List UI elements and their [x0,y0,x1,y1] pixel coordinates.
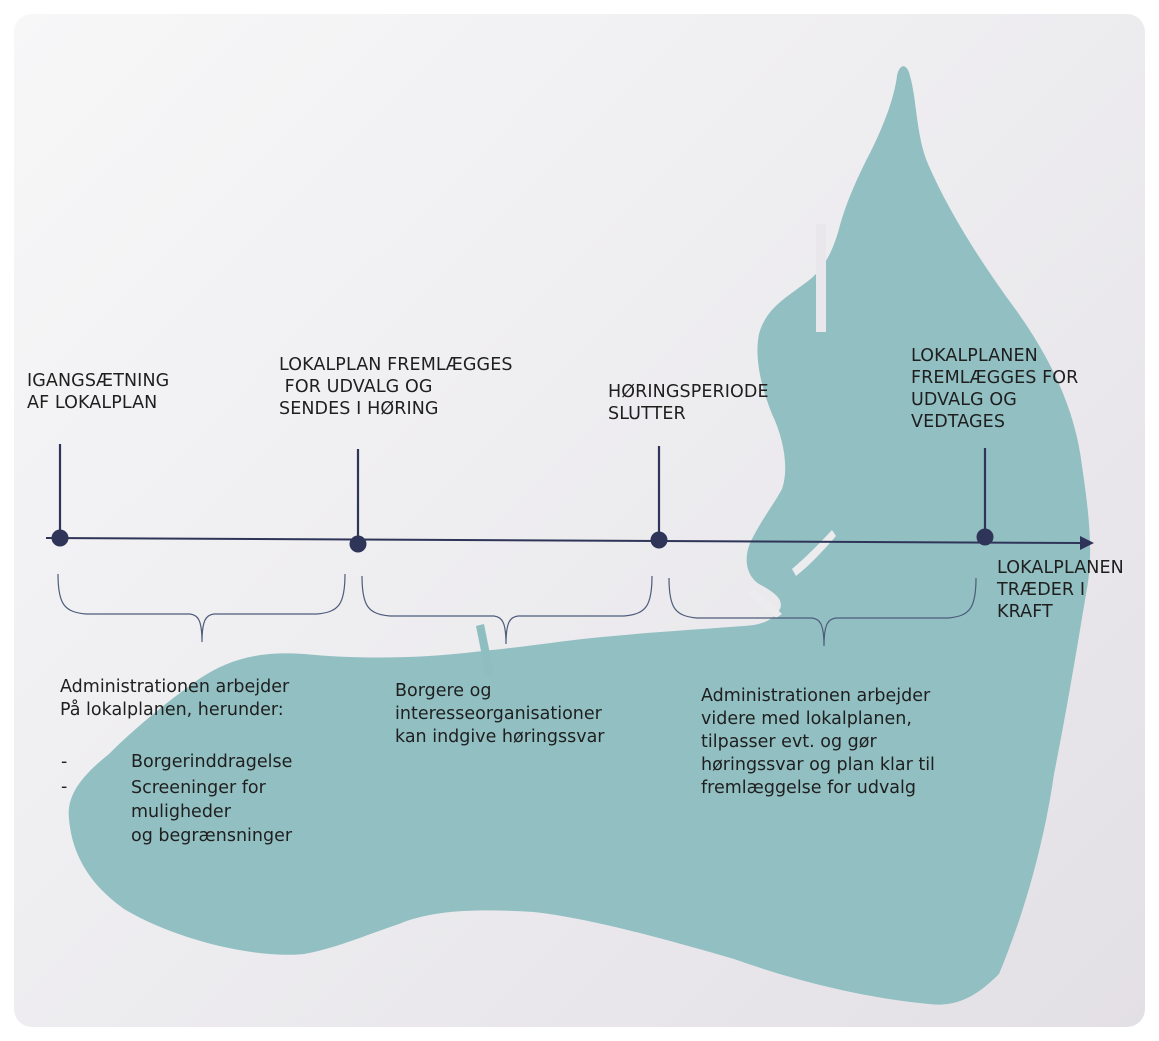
timeline-axis [45,444,1094,553]
timeline-arrowhead [1080,536,1094,550]
phase-brace [361,575,653,645]
milestone-label-hearing-end: HØRINGSPERIODE SLUTTER [608,382,769,424]
phase-1-description: Administrationen arbejder På lokalplanen… [60,677,290,720]
phase-1-item: Borgerinddragelse [131,752,293,772]
phase-3-description: Administrationen arbejder videre med lok… [701,686,935,798]
milestone-dot [51,529,69,547]
phase-1-item: Screeninger for muligheder og begrænsnin… [131,778,293,846]
milestone-dot [976,528,994,546]
end-label-in-force: LOKALPLANEN TRÆDER I KRAFT [997,558,1124,622]
phase-1-bullet: - [61,777,68,797]
timeline-line [45,537,1081,544]
island-inlet [476,624,494,676]
milestone-label-adoption: LOKALPLANEN FREMLÆGGES FOR UDVALG OG VED… [911,346,1079,432]
phase-braces [57,573,977,647]
phase-brace [668,577,977,647]
timeline-diagram [45,66,1094,1005]
island-inlet [816,224,826,332]
phase-brace [57,573,346,643]
phase-2-description: Borgere og interesseorganisationer kan i… [395,681,605,747]
milestone-dot [349,535,367,553]
island-shape [68,66,1091,1005]
phase-1-bullet: - [61,752,68,772]
milestone-dot [650,531,668,549]
milestone-label-hearing-start: LOKALPLAN FREMLÆGGES FOR UDVALG OG SENDE… [279,355,513,419]
island-inlet [748,589,782,618]
diagram-card: IGANGSÆTNING AF LOKALPLAN LOKALPLAN FREM… [14,14,1145,1027]
milestone-label-start: IGANGSÆTNING AF LOKALPLAN [27,371,170,413]
